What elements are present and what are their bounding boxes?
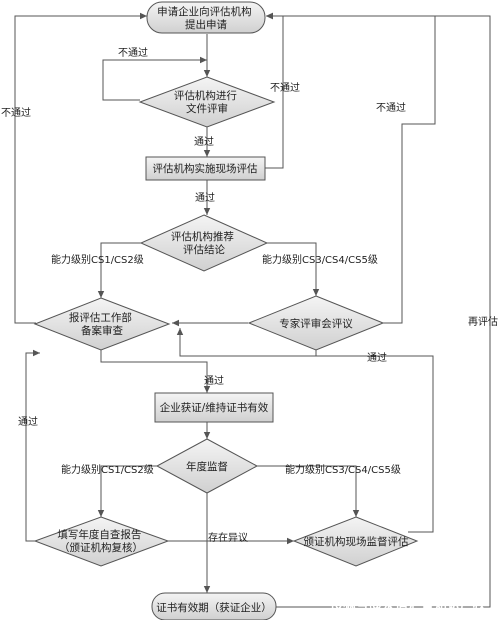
label-reassess: 再评估 xyxy=(468,315,498,328)
connectors xyxy=(14,12,491,608)
cert-obtain-label: 企业获证/维持证书有效 xyxy=(160,401,269,414)
label-recommend-high: 能力级别CS3/CS4/CS5级 xyxy=(262,253,378,266)
watermark-text: 搜狐号@泉信汇智知识产权 xyxy=(330,597,487,613)
label-annual-high: 能力级别CS3/CS4/CS5级 xyxy=(285,463,401,476)
label-self-check-pass: 通过 xyxy=(18,415,38,428)
edge-expert-back-to-filing xyxy=(176,328,316,357)
onsite-supervision-label: 颁证机构现场监督评估 xyxy=(304,535,409,548)
edge-filing-to-cert xyxy=(100,350,211,393)
node-onsite-eval xyxy=(145,156,266,181)
label-expert-fail: 不通过 xyxy=(376,101,406,114)
edge-reassess xyxy=(266,12,491,608)
node-expert-review xyxy=(247,295,385,351)
node-doc-review xyxy=(138,76,276,128)
self-check-label: 填写年度自查报告 （颁证机构复核） xyxy=(57,528,144,554)
node-labels: 申请企业向评估机构 提出申请 评估机构进行 文件评审 评估机构实施现场评估 评估… xyxy=(57,5,409,614)
node-annual-supervision xyxy=(155,438,259,494)
label-annual-low: 能力级别CS1/CS2级 xyxy=(61,463,154,476)
edge-recommend-to-expert xyxy=(267,242,320,296)
label-onsite-fail: 不通过 xyxy=(270,81,300,94)
edge-recommend-to-filing xyxy=(97,242,141,298)
recommend-label: 评估机构推荐 评估结论 xyxy=(171,230,237,256)
node-filing-review xyxy=(33,297,171,351)
label-filing-fail: 不通过 xyxy=(1,106,31,119)
edge-expert-fail xyxy=(266,12,436,324)
cert-valid-label: 证书有效期（获证企业） xyxy=(156,601,272,614)
label-onsite-pass: 通过 xyxy=(195,191,215,204)
annual-supervision-label: 年度监督 xyxy=(186,460,228,473)
node-cert-valid xyxy=(151,592,277,620)
onsite-eval-label: 评估机构实施现场评估 xyxy=(153,162,258,175)
label-doc-review-pass: 通过 xyxy=(194,135,214,148)
edge-self-check-pass xyxy=(25,349,40,542)
edge-labels: 不通过 不通过 不通过 不通过 通过 通过 能力级别CS1/CS2级 能力级别C… xyxy=(1,46,498,544)
node-start xyxy=(146,1,266,34)
edge-doc-review-fail xyxy=(102,56,207,101)
nodes xyxy=(33,1,419,620)
label-doc-review-fail: 不通过 xyxy=(118,46,148,59)
edge-filing-fail xyxy=(14,12,147,324)
expert-review-label: 专家评审会评议 xyxy=(279,317,353,330)
label-filing-pass: 通过 xyxy=(204,374,224,387)
edge-expert-pass xyxy=(315,350,434,533)
label-recommend-low: 能力级别CS1/CS2级 xyxy=(51,253,144,266)
label-expert-pass: 通过 xyxy=(367,351,387,364)
node-cert-obtain xyxy=(154,392,274,423)
label-objection: 存在异议 xyxy=(208,531,248,544)
filing-review-label: 报评估工作部 备案审查 xyxy=(69,311,135,337)
node-recommend xyxy=(139,214,269,272)
node-onsite-supervision xyxy=(292,516,419,567)
doc-review-label: 评估机构进行 文件评审 xyxy=(174,89,240,115)
node-self-check xyxy=(33,516,170,567)
edge-annual-to-onsite-supervision xyxy=(256,465,360,517)
start-label: 申请企业向评估机构 提出申请 xyxy=(157,5,255,31)
edge-annual-to-self-check xyxy=(97,465,158,517)
